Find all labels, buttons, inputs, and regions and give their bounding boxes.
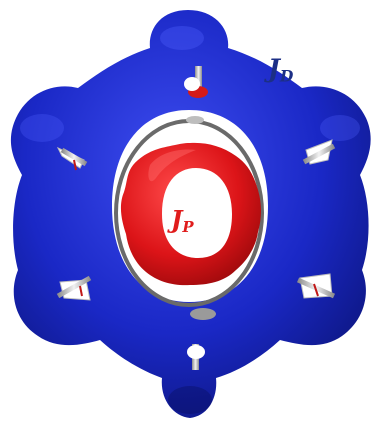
blue-highlight-left bbox=[20, 114, 64, 142]
blue-highlight-right bbox=[320, 115, 360, 141]
carbon-atom-top bbox=[186, 116, 204, 124]
ch-bonds bbox=[56, 66, 336, 370]
red-ring bbox=[120, 142, 261, 286]
label-diamagnetic-current: JD bbox=[268, 54, 294, 86]
paramagnetic-isosurface bbox=[120, 142, 261, 286]
bond-lower-right bbox=[296, 273, 336, 299]
bond-upper-left bbox=[56, 146, 88, 171]
label-paramagnetic-current: JP bbox=[171, 205, 194, 237]
diamagnetic-isosurface bbox=[10, 10, 371, 418]
bond-lower-left bbox=[56, 275, 92, 301]
blue-outer-lobes bbox=[10, 10, 371, 418]
blue-shadow-bottom bbox=[168, 386, 212, 414]
carbon-atom-bottom bbox=[190, 308, 216, 320]
bond-top bbox=[184, 66, 208, 98]
bond-upper-right bbox=[302, 139, 336, 165]
bond-bottom bbox=[187, 344, 205, 370]
blue-highlight-top bbox=[160, 26, 204, 50]
red-ring-highlight bbox=[148, 149, 196, 182]
